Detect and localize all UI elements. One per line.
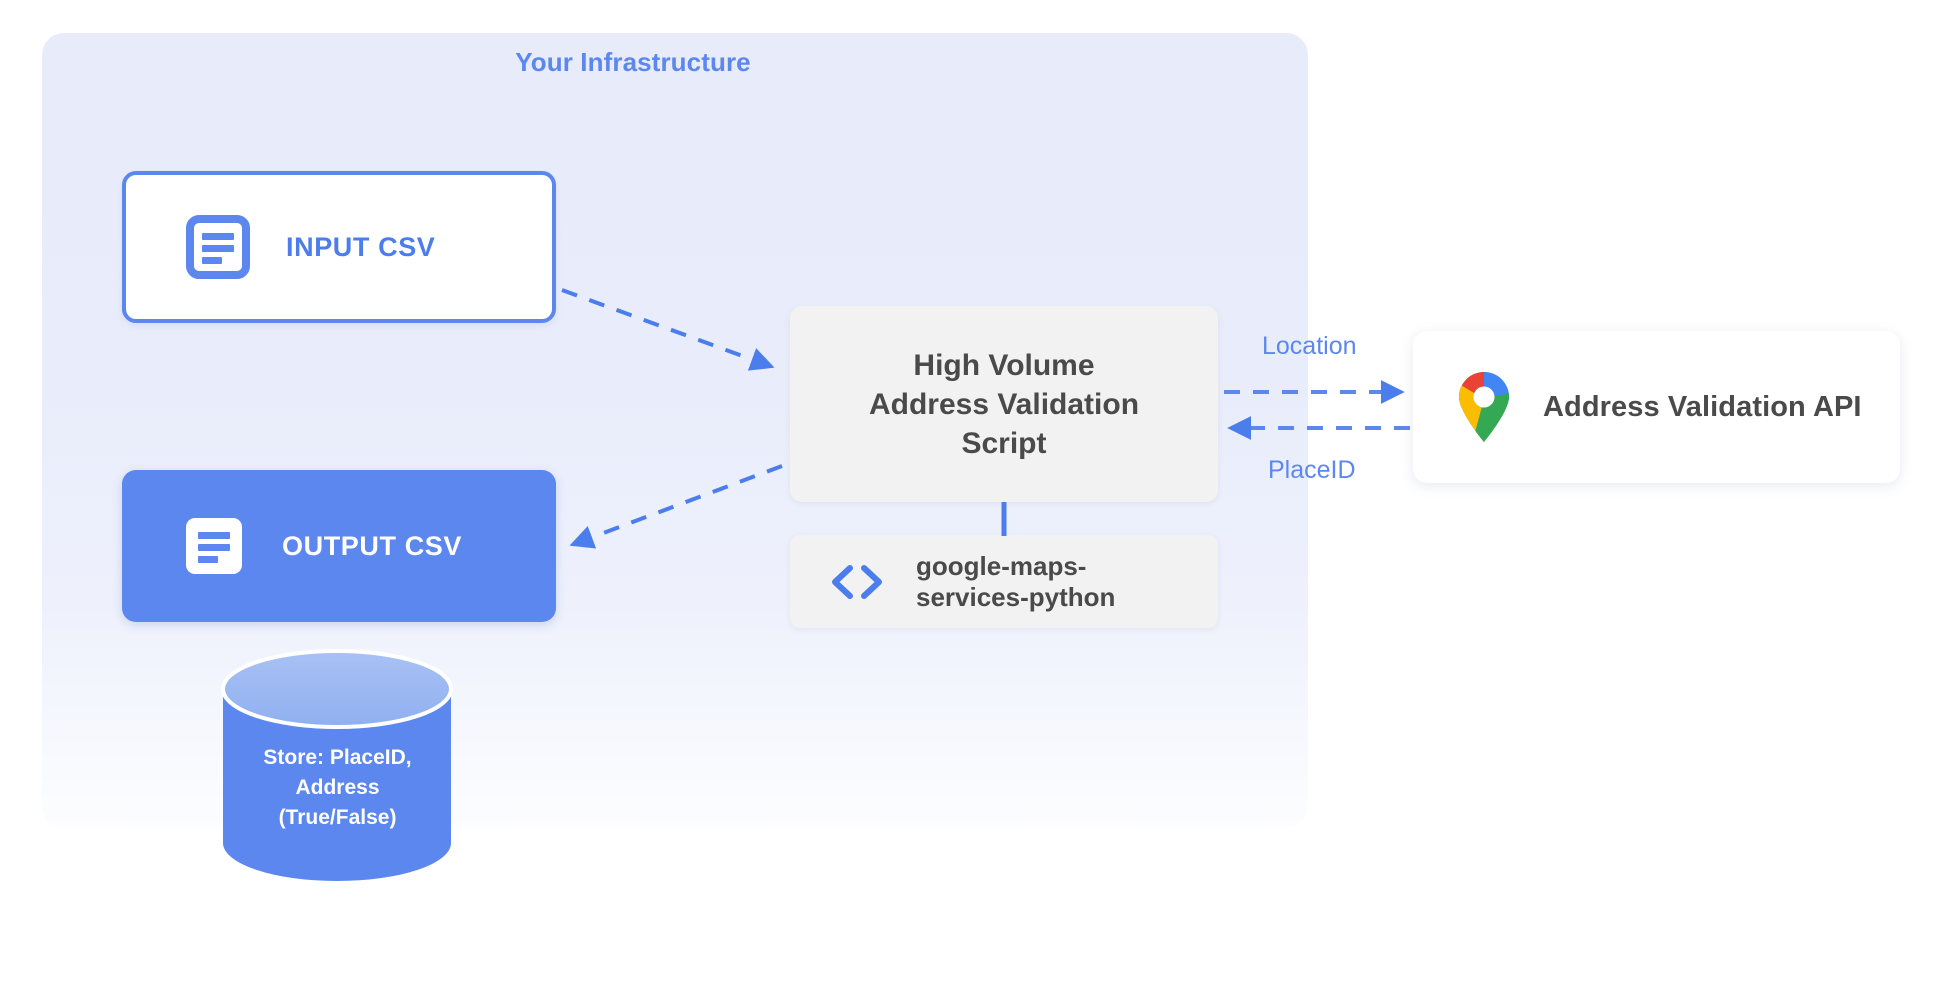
database-cylinder-icon	[221, 649, 453, 881]
document-icon	[182, 514, 246, 578]
code-brackets-icon	[828, 562, 886, 602]
google-maps-pin-icon	[1455, 371, 1513, 443]
node-client-library[interactable]: google-maps- services-python	[790, 535, 1218, 628]
edge-label-location: Location	[1262, 332, 1357, 360]
node-validation-script[interactable]: High Volume Address Validation Script	[790, 306, 1218, 502]
node-address-validation-api[interactable]: Address Validation API	[1413, 331, 1900, 483]
node-datastore[interactable]: Store: PlaceID, Address (True/False)	[215, 647, 460, 885]
library-label: google-maps- services-python	[916, 550, 1116, 612]
edge-label-placeid: PlaceID	[1268, 456, 1356, 484]
output-csv-label: OUTPUT CSV	[282, 530, 463, 561]
script-label: High Volume Address Validation Script	[868, 348, 1140, 460]
panel-title: Your Infrastructure	[515, 47, 751, 77]
node-output-csv[interactable]: OUTPUT CSV	[122, 470, 556, 622]
node-input-csv[interactable]: INPUT CSV	[122, 171, 556, 323]
api-label: Address Validation API	[1543, 390, 1862, 423]
document-icon	[186, 215, 250, 279]
input-csv-label: INPUT CSV	[286, 231, 436, 262]
